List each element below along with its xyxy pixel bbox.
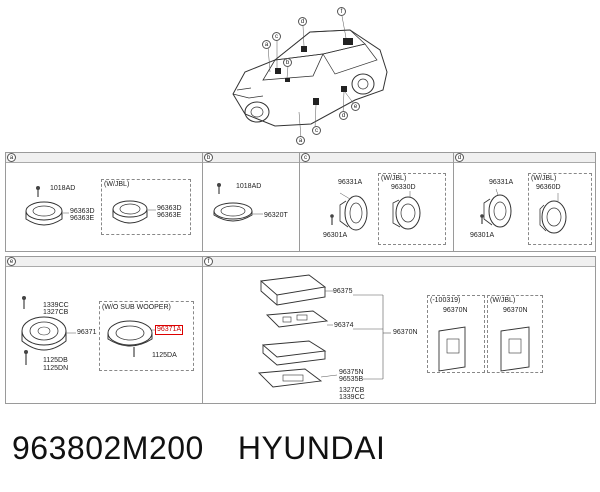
car-callout-d: d bbox=[298, 17, 307, 26]
part-label: 96363D bbox=[157, 205, 182, 212]
variant-label: (W/JBL) bbox=[490, 297, 516, 304]
part-label: 1125DB bbox=[43, 357, 68, 364]
car-callout-a2: a bbox=[296, 136, 305, 145]
part-label: 96363E bbox=[157, 212, 182, 219]
section-d-drawing bbox=[480, 188, 567, 234]
car-outline bbox=[232, 15, 388, 139]
variant-label: (W/O SUB WOOPER) bbox=[102, 304, 171, 311]
part-label: 96370N bbox=[393, 329, 418, 336]
car-callout-e: e bbox=[351, 102, 360, 111]
section-d-variant-box bbox=[528, 173, 592, 245]
part-label: 96535B bbox=[339, 376, 364, 383]
part-label: 96301A bbox=[470, 232, 495, 239]
part-label: 1327CB bbox=[43, 309, 69, 316]
part-label: 96363E bbox=[70, 215, 95, 222]
section-a-variant-box bbox=[101, 179, 191, 235]
section-c-tag: c bbox=[301, 153, 310, 162]
section-c-drawing bbox=[330, 191, 421, 231]
variant-label: (W/JBL) bbox=[104, 181, 130, 188]
part-label: 1125DN bbox=[43, 365, 69, 372]
section-e-drawing bbox=[21, 296, 156, 365]
part-label: 96331A bbox=[338, 179, 363, 186]
part-label: 96374 bbox=[334, 322, 354, 329]
car-callout-d2: d bbox=[339, 111, 348, 120]
section-b-drawing bbox=[213, 183, 263, 222]
section-e-panel: e 1339CC 1327CB 96371 1125DB 1125DN (W/O… bbox=[5, 256, 203, 404]
car-callout-c: c bbox=[272, 32, 281, 41]
part-label-highlighted: 96371A bbox=[155, 325, 184, 335]
car-callout-a: a bbox=[262, 40, 271, 49]
section-d-panel: d 96331A 96301A (W/JBL) 96360D bbox=[453, 152, 596, 252]
variant-label: (W/JBL) bbox=[381, 175, 407, 182]
section-a-tag: a bbox=[7, 153, 16, 162]
part-number: 963802M200 bbox=[12, 430, 204, 466]
section-f-tag: f bbox=[204, 257, 213, 266]
part-label: 96375 bbox=[333, 288, 353, 295]
part-label: 96330D bbox=[391, 184, 416, 191]
section-a-drawing bbox=[25, 186, 156, 226]
variant-label: (W/JBL) bbox=[531, 175, 557, 182]
part-label: 96375N bbox=[339, 369, 364, 376]
section-f-panel: f 96375 96374 96370N 96375N 96535B 1327C… bbox=[202, 256, 596, 404]
section-b-panel: b 1018AD 96320T bbox=[202, 152, 300, 252]
footer-caption: 963802M200 HYUNDAI bbox=[12, 428, 385, 468]
part-label: 1018AD bbox=[236, 183, 262, 190]
part-label: 96370N bbox=[503, 307, 528, 314]
section-e-tag: e bbox=[7, 257, 16, 266]
car-callout-c2: c bbox=[312, 126, 321, 135]
part-label: 96371 bbox=[77, 329, 97, 336]
car-callout-f: f bbox=[337, 7, 346, 16]
section-f-drawing bbox=[257, 274, 530, 388]
part-label: 1018AD bbox=[50, 185, 76, 192]
section-a-panel: a 1018AD 96363D 96363E (W/JBL) 96363D 96… bbox=[5, 152, 203, 252]
section-f-variant1-box bbox=[427, 295, 485, 373]
part-label: 96301A bbox=[323, 232, 348, 239]
part-label: 96360D bbox=[536, 184, 561, 191]
part-label: 96370N bbox=[443, 307, 468, 314]
part-label: 96363D bbox=[70, 208, 95, 215]
section-d-tag: d bbox=[455, 153, 464, 162]
car-illustration: a b c d f e c d a bbox=[215, 2, 395, 150]
part-label: 96331A bbox=[489, 179, 514, 186]
brand-name: HYUNDAI bbox=[237, 430, 386, 466]
part-label: 1327CB bbox=[339, 387, 365, 394]
part-label: 1339CC bbox=[339, 394, 365, 401]
section-c-variant-box bbox=[378, 173, 446, 245]
part-label: 96320T bbox=[264, 212, 288, 219]
part-label: 1125DA bbox=[152, 352, 177, 359]
variant-label: (-100319) bbox=[430, 297, 461, 304]
car-callout-b: b bbox=[283, 58, 292, 67]
section-b-tag: b bbox=[204, 153, 213, 162]
section-e-variant-box bbox=[99, 301, 194, 371]
part-label: 1339CC bbox=[43, 302, 69, 309]
section-c-panel: c 96331A 96301A (W/JBL) 96330D bbox=[299, 152, 454, 252]
section-f-variant2-box bbox=[487, 295, 543, 373]
